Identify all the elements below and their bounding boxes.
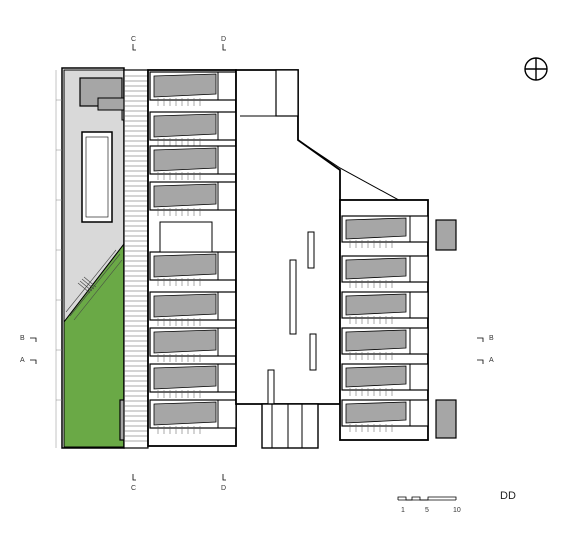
- stair-block: [153, 147, 217, 172]
- column: [309, 333, 317, 371]
- sheet-label: DD: [500, 490, 516, 502]
- section-a-right: A: [489, 357, 494, 364]
- planter-rectangle: [81, 131, 113, 223]
- section-b-left: B: [20, 335, 25, 342]
- north-arrow-icon: [524, 57, 548, 81]
- access-gallery: [123, 69, 149, 449]
- stair-block: [345, 365, 407, 388]
- scale-label-10: 10: [453, 507, 461, 514]
- section-markers: C D C D B A B A: [20, 36, 494, 492]
- section-d-top: D: [221, 36, 226, 43]
- section-b-right: B: [489, 335, 494, 342]
- scale-label-1: 1: [401, 507, 405, 514]
- section-a-left: A: [20, 357, 25, 364]
- stair-block: [153, 113, 217, 138]
- column: [289, 259, 297, 335]
- stair-block: [345, 293, 407, 316]
- stair-block: [153, 365, 217, 390]
- section-c-top: C: [131, 36, 136, 43]
- stair-block: [153, 293, 217, 318]
- stair-block: [345, 217, 407, 240]
- stair-block: [153, 73, 217, 98]
- stair-block: [153, 401, 217, 426]
- stair-block: [153, 183, 217, 208]
- west-block: [147, 69, 237, 447]
- section-d-bottom: D: [221, 485, 226, 492]
- stair-block: [345, 329, 407, 352]
- east-block: [339, 199, 457, 441]
- stair-block: [345, 401, 407, 424]
- stair-core-east-bottom: [435, 399, 457, 439]
- central-hall: [235, 69, 429, 449]
- stair-block: [345, 257, 407, 280]
- entry-lobby: [275, 69, 299, 117]
- section-c-bottom: C: [131, 485, 136, 492]
- scale-label-5: 5: [425, 507, 429, 514]
- main-entrance: [261, 403, 319, 449]
- stair-block: [153, 253, 217, 278]
- garden-strip: [55, 67, 143, 449]
- stair-block: [153, 329, 217, 354]
- stair-core-east-top: [435, 219, 457, 251]
- column: [307, 231, 315, 269]
- diagonal-steps: [65, 249, 123, 321]
- scale-bar: 1 5 10: [397, 496, 461, 514]
